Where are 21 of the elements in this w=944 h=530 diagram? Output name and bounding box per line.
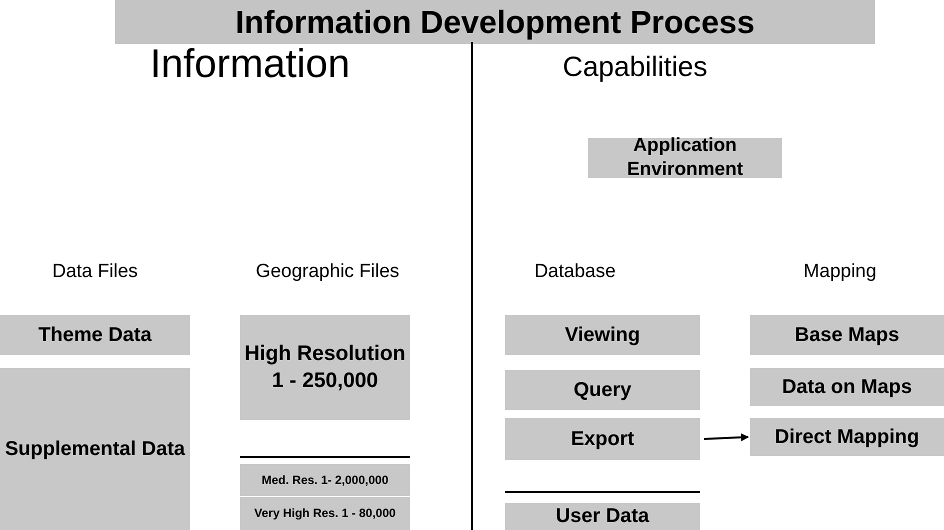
shaded-box: Base Maps [750, 315, 944, 355]
column-heading: Capabilities [562, 50, 708, 84]
shaded-box: Viewing [505, 315, 700, 355]
shaded-box: Query [505, 370, 700, 410]
column-heading: Information [148, 41, 352, 88]
arrow [704, 433, 749, 442]
shaded-box: Theme Data [0, 315, 190, 355]
column-heading: Mapping [802, 260, 878, 284]
title-banner: Information Development Process [115, 0, 875, 44]
shaded-box: Med. Res. 1- 2,000,000 [240, 464, 410, 496]
column-heading: Geographic Files [254, 260, 400, 284]
shaded-box: Supplemental Data [0, 368, 190, 530]
shaded-box: Data on Maps [750, 368, 944, 406]
shaded-box: High Resolution 1 - 250,000 [240, 315, 410, 420]
column-heading: Database [533, 260, 617, 284]
shaded-box: User Data [505, 503, 700, 530]
column-heading: Data Files [51, 260, 139, 284]
shaded-box: Export [505, 418, 700, 460]
shaded-box: Direct Mapping [750, 418, 944, 456]
shaded-box: Application Environment [588, 138, 782, 178]
shaded-box: Very High Res. 1 - 80,000 [240, 497, 410, 530]
